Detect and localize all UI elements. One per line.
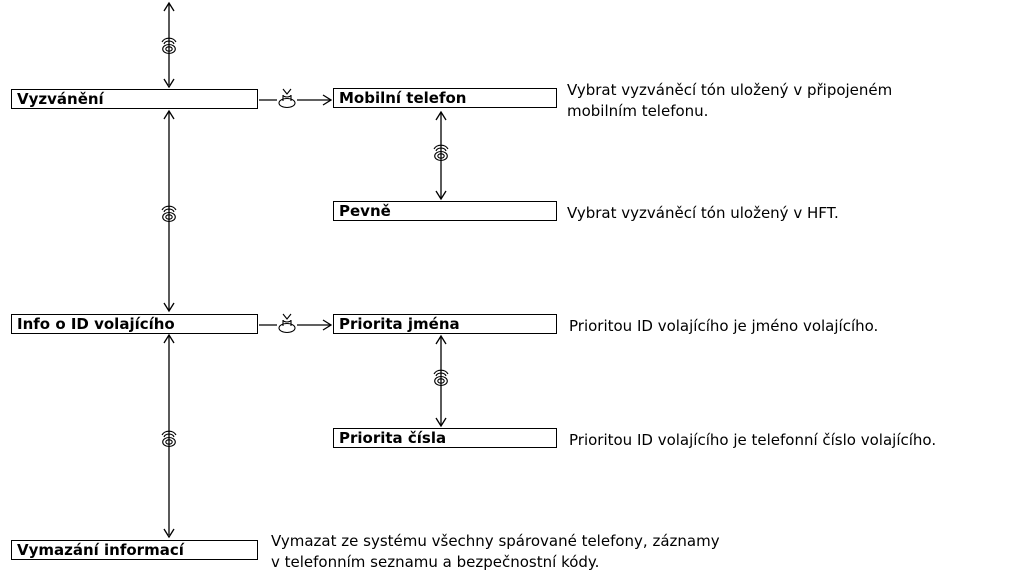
rotary-dial-icon (161, 37, 177, 55)
description-line: Prioritou ID volajícího je jméno volajíc… (569, 317, 879, 335)
number-priority-description: Prioritou ID volajícího je telefonní čís… (569, 430, 936, 451)
option-name-priority[interactable]: Priorita jména (333, 314, 557, 334)
description-line: Vybrat vyzváněcí tón uložený v připojené… (567, 81, 893, 99)
push-knob-icon (278, 88, 296, 109)
fixed-description: Vybrat vyzváněcí tón uložený v HFT. (567, 203, 839, 224)
menu-item-clear-info[interactable]: Vymazání informací (11, 540, 258, 560)
description-line: Prioritou ID volajícího je telefonní čís… (569, 431, 937, 449)
clear-info-description: Vymazat ze systému všechny spárované tel… (271, 531, 720, 573)
option-mobile-phone[interactable]: Mobilní telefon (333, 88, 557, 108)
option-fixed[interactable]: Pevně (333, 201, 557, 221)
rotary-dial-icon (161, 430, 177, 448)
rotary-dial-icon (433, 369, 449, 387)
description-line: v telefonním seznamu a bezpečnostní kódy… (271, 553, 600, 571)
name-priority-description: Prioritou ID volajícího je jméno volajíc… (569, 316, 878, 337)
description-line: Vymazat ze systému všechny spárované tel… (271, 532, 720, 550)
push-knob-icon (278, 313, 296, 334)
option-number-priority[interactable]: Priorita čísla (333, 428, 557, 448)
description-line: mobilním telefonu. (567, 102, 709, 120)
menu-item-ringtone[interactable]: Vyzvánění (11, 89, 258, 109)
rotary-dial-icon (433, 144, 449, 162)
mobile-phone-description: Vybrat vyzváněcí tón uložený v připojené… (567, 80, 892, 122)
menu-item-caller-id[interactable]: Info o ID volajícího (11, 314, 258, 334)
rotary-dial-icon (161, 205, 177, 223)
description-line: Vybrat vyzváněcí tón uložený v HFT. (567, 204, 839, 222)
